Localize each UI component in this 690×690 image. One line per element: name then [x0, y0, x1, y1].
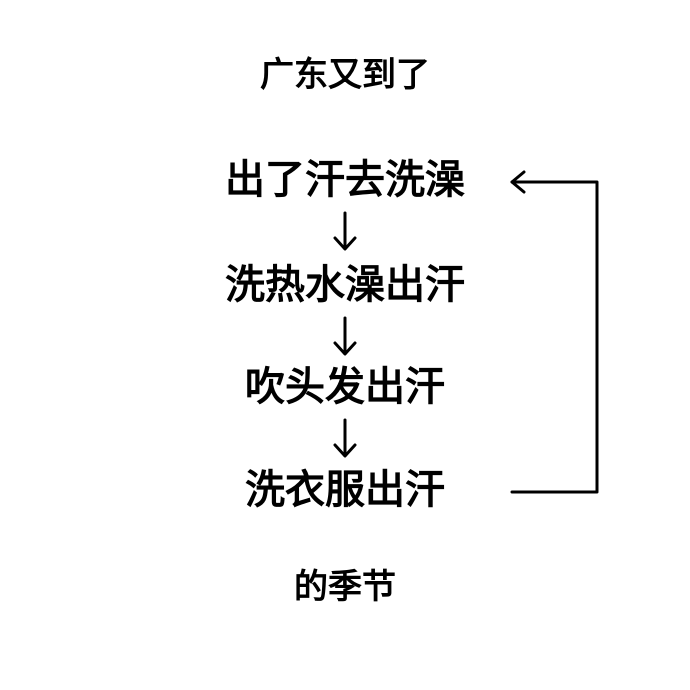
step-wash-clothes-sweat: 洗衣服出汗	[245, 467, 445, 513]
down-arrow-icon	[333, 211, 357, 251]
step-blow-dry-hair-sweat: 吹头发出汗	[245, 364, 445, 410]
title-text: 广东又到了	[260, 55, 430, 95]
step-shower-after-sweating: 出了汗去洗澡	[225, 157, 465, 203]
loop-back-arrow-icon	[510, 170, 599, 494]
down-arrow-icon	[333, 316, 357, 356]
step-hot-shower-sweat: 洗热水澡出汗	[225, 262, 465, 308]
down-arrow-icon	[333, 418, 357, 458]
footer-text: 的季节	[294, 567, 396, 607]
